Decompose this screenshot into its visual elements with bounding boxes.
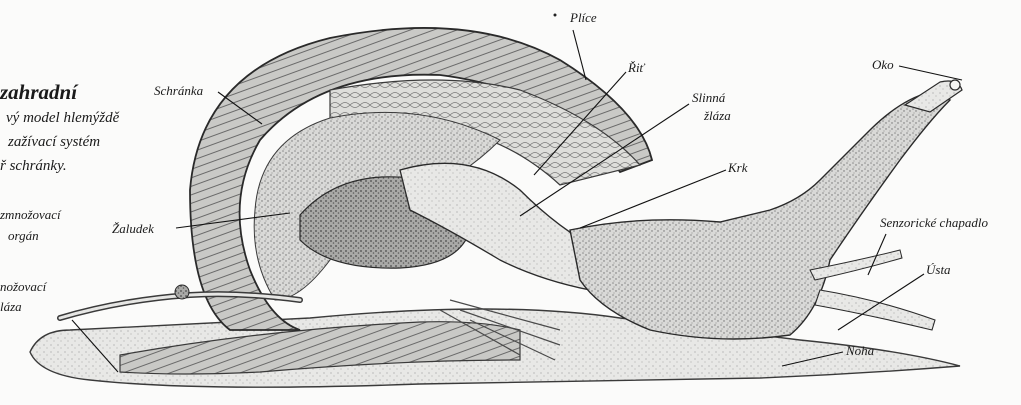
label-sensory-tentacle: Senzorické chapadlo bbox=[880, 215, 988, 230]
label-shell: Schránka bbox=[154, 83, 203, 98]
label-lung: Plíce bbox=[570, 10, 597, 25]
label-reproductive-organ-2: orgán bbox=[8, 228, 39, 244]
caption-title: zahradní bbox=[0, 80, 77, 105]
caption-line: ř schránky. bbox=[0, 158, 67, 175]
label-reproductive-gland-1: nožovací bbox=[0, 279, 46, 295]
caption-line: zažívací systém bbox=[8, 134, 100, 151]
eye bbox=[950, 80, 960, 90]
label-anus: Řiť bbox=[628, 60, 644, 75]
label-salivary-gland-1: Slinná bbox=[692, 90, 725, 105]
label-stomach: Žaludek bbox=[112, 221, 154, 236]
sensory-tentacle bbox=[815, 290, 935, 330]
label-eye: Oko bbox=[872, 57, 894, 72]
label-neck: Krk bbox=[728, 160, 748, 175]
reproductive-knob bbox=[175, 285, 189, 299]
caption-line: vý model hlemýždě bbox=[6, 110, 119, 127]
label-foot: Noha bbox=[846, 343, 874, 358]
label-reproductive-organ-1: zmnožovací bbox=[0, 207, 61, 223]
label-mouth: Ústa bbox=[926, 262, 951, 277]
label-reproductive-gland-2: láza bbox=[0, 299, 22, 315]
label-salivary-gland-2: žláza bbox=[704, 108, 731, 123]
